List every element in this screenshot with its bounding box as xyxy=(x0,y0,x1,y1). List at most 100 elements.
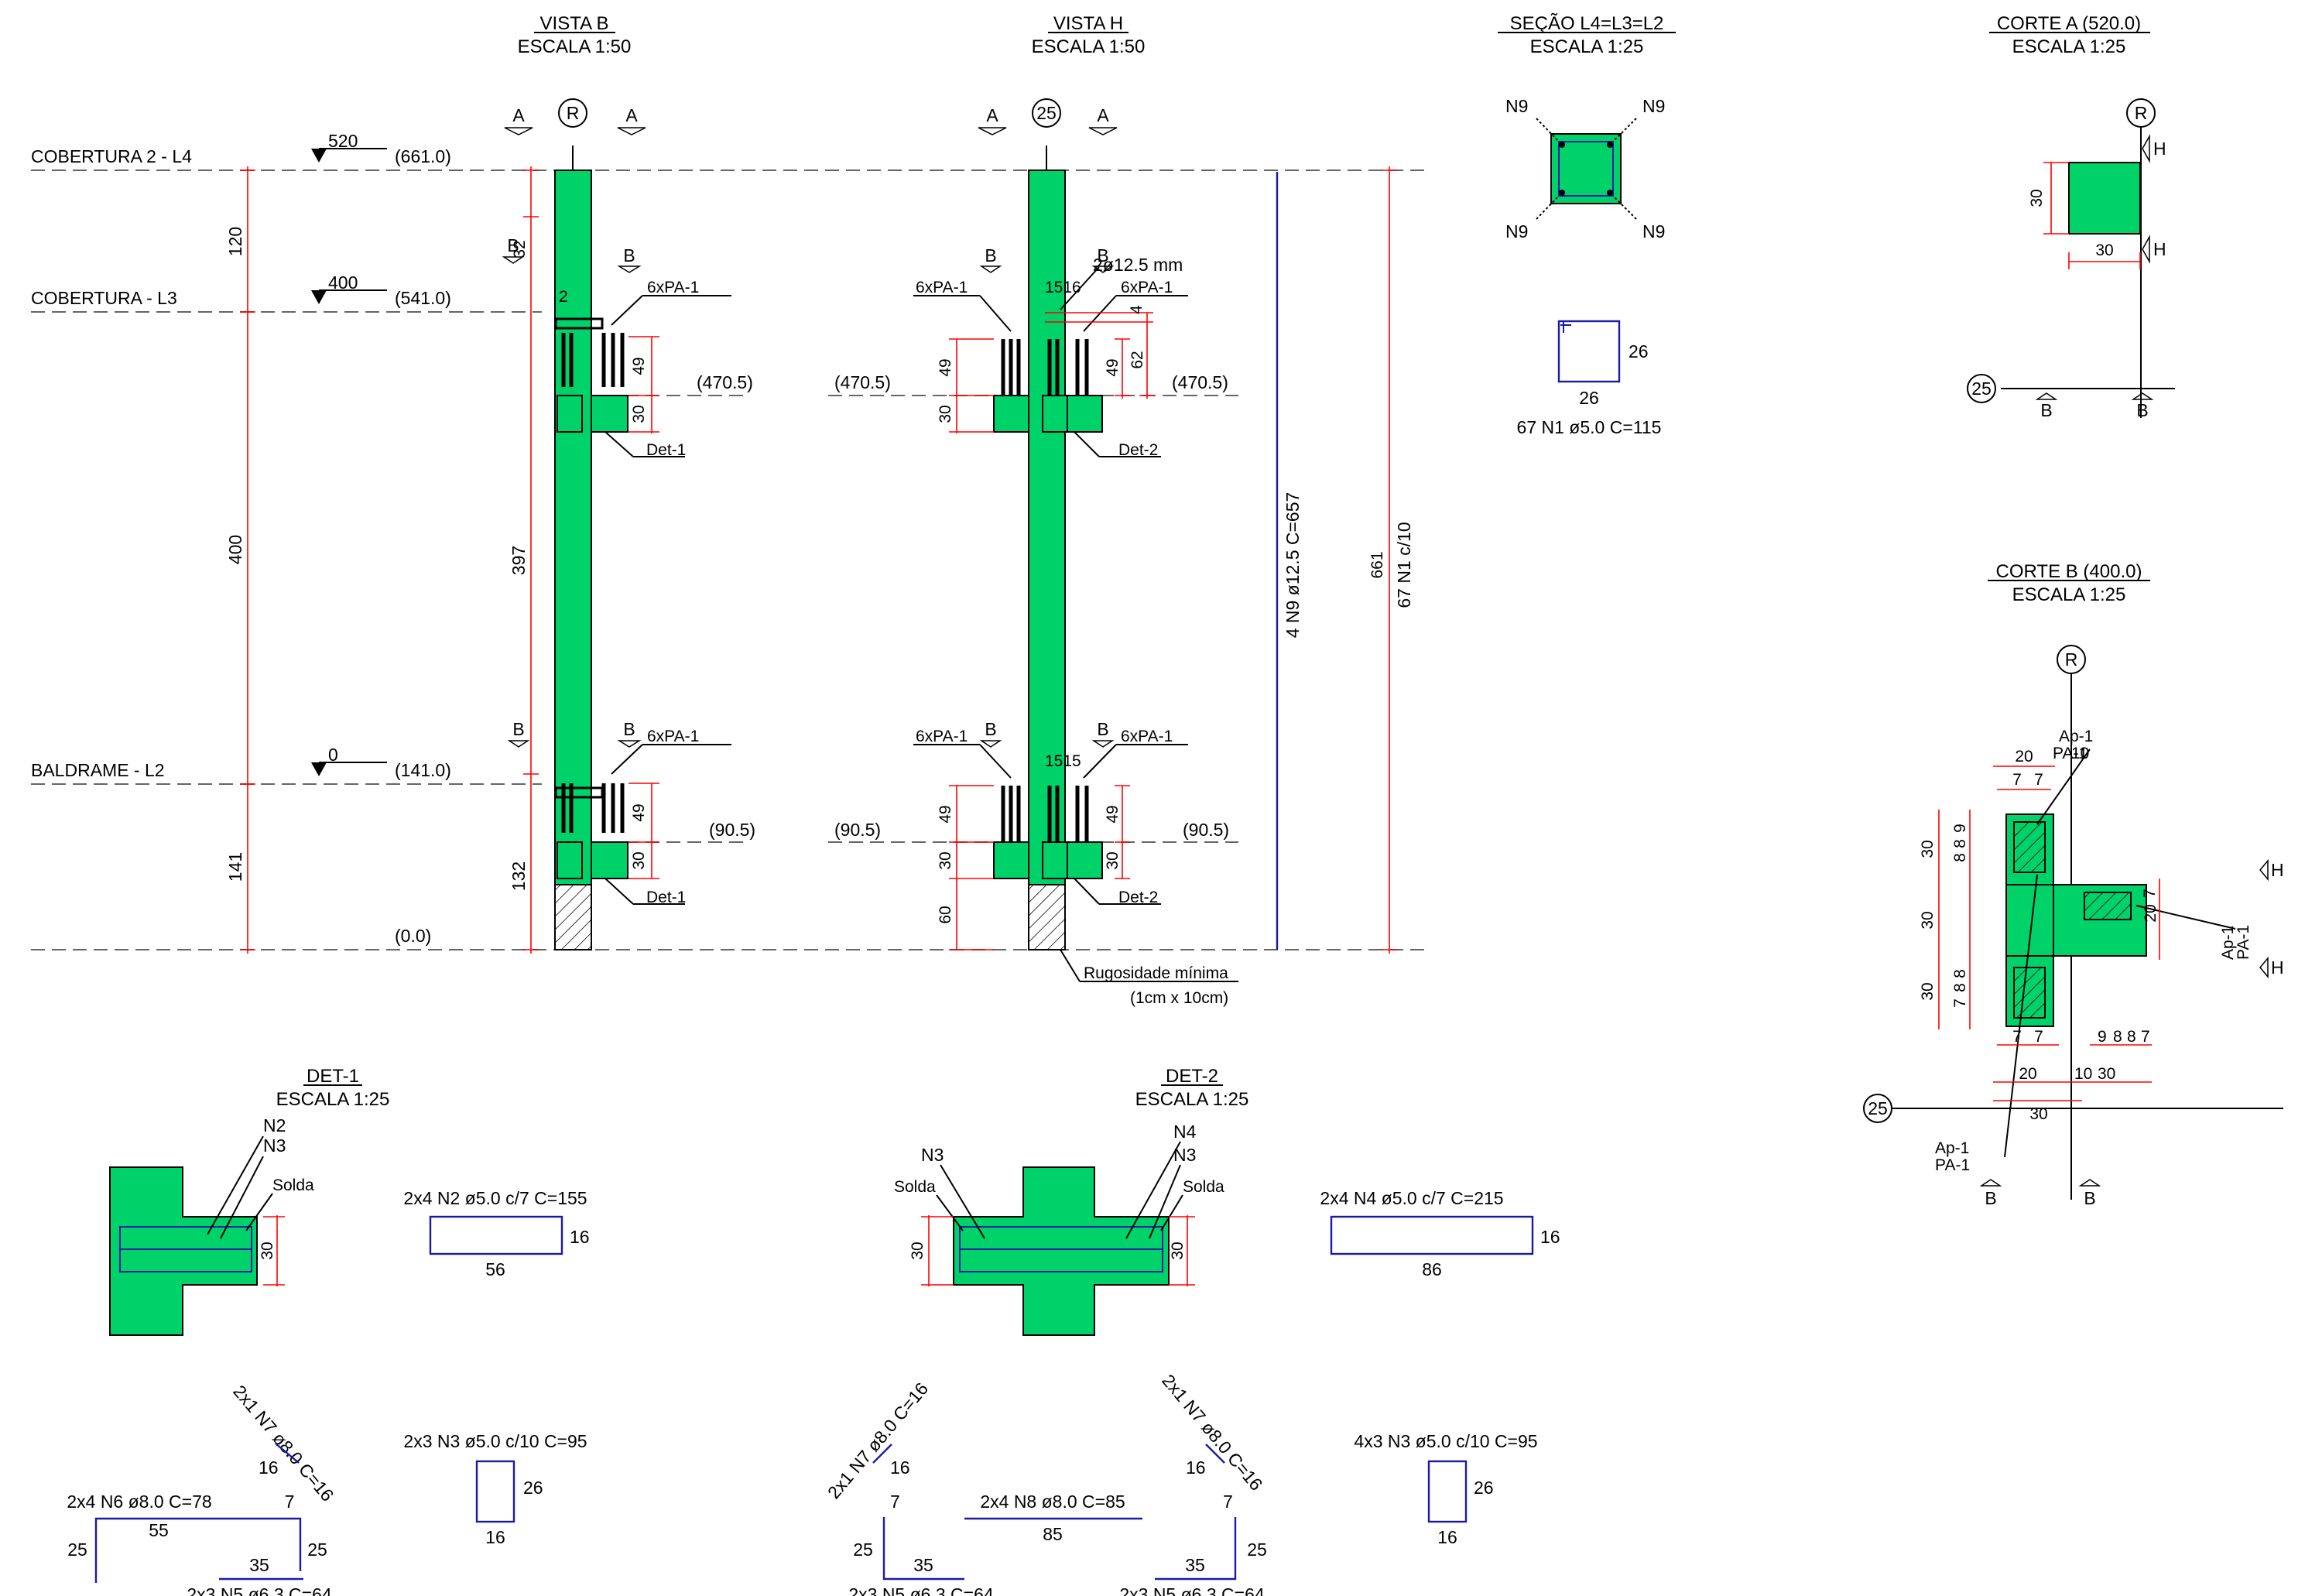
svg-text:7: 7 xyxy=(2012,1028,2022,1046)
svg-text:4x3 N3 ø5.0 c/10 C=95: 4x3 N3 ø5.0 c/10 C=95 xyxy=(1354,1431,1537,1451)
svg-text:30: 30 xyxy=(2028,189,2046,207)
svg-text:A: A xyxy=(1097,105,1109,125)
svg-text:520: 520 xyxy=(328,131,358,151)
svg-text:R: R xyxy=(2065,649,2078,670)
svg-text:B: B xyxy=(1097,245,1108,265)
svg-text:67 N1 c/10: 67 N1 c/10 xyxy=(1394,522,1414,608)
svg-text:400: 400 xyxy=(328,272,358,293)
svg-text:B: B xyxy=(512,719,524,739)
svg-text:7: 7 xyxy=(1223,1492,1233,1512)
svg-text:B: B xyxy=(985,719,996,739)
svg-text:30: 30 xyxy=(2098,1065,2115,1083)
svg-text:ESCALA 1:50: ESCALA 1:50 xyxy=(1032,36,1146,57)
svg-text:16: 16 xyxy=(890,1457,910,1478)
svg-text:SEÇÃO L4=L3=L2: SEÇÃO L4=L3=L2 xyxy=(1510,13,1664,34)
svg-text:2x4 N8 ø8.0 C=85: 2x4 N8 ø8.0 C=85 xyxy=(980,1492,1125,1512)
svg-text:8: 8 xyxy=(1951,969,1969,978)
svg-text:16: 16 xyxy=(485,1527,505,1547)
svg-text:9: 9 xyxy=(2098,1028,2107,1046)
svg-text:32: 32 xyxy=(511,240,529,258)
svg-text:6xPA-1: 6xPA-1 xyxy=(1121,728,1173,745)
svg-text:(470.5): (470.5) xyxy=(697,372,753,392)
svg-text:7: 7 xyxy=(2141,889,2159,898)
svg-text:25: 25 xyxy=(1247,1539,1267,1560)
svg-text:N3: N3 xyxy=(921,1145,944,1165)
svg-text:2x4 N2 ø5.0 c/7 C=155: 2x4 N2 ø5.0 c/7 C=155 xyxy=(403,1188,587,1208)
svg-text:ESCALA 1:25: ESCALA 1:25 xyxy=(1135,1089,1249,1110)
svg-text:2x3 N3 ø5.0 c/10 C=95: 2x3 N3 ø5.0 c/10 C=95 xyxy=(403,1431,587,1451)
det1: N2 N3 Solda 30 2x4 N2 ø5.0 c/7 C=155 16 … xyxy=(67,1115,589,1596)
svg-text:86: 86 xyxy=(1422,1259,1442,1279)
svg-text:2x3 N5 ø6.3 C=64: 2x3 N5 ø6.3 C=64 xyxy=(187,1584,332,1596)
svg-text:30: 30 xyxy=(937,405,954,423)
secao-title: SEÇÃO L4=L3=L2 ESCALA 1:25 xyxy=(1498,13,1676,57)
svg-text:30: 30 xyxy=(1919,982,1937,1000)
svg-text:661: 661 xyxy=(1368,551,1386,578)
level-cobertura: COBERTURA - L3 400 (541.0) xyxy=(31,272,451,308)
svg-text:Det-2: Det-2 xyxy=(1118,441,1158,459)
svg-text:16: 16 xyxy=(1540,1227,1560,1247)
svg-text:25: 25 xyxy=(1868,1098,1888,1118)
svg-text:2x1 N7 ø8.0 C=16: 2x1 N7 ø8.0 C=16 xyxy=(229,1382,337,1505)
svg-text:Rugosidade mínima: Rugosidade mínima xyxy=(1084,964,1228,982)
svg-text:B: B xyxy=(2040,400,2052,420)
svg-text:R: R xyxy=(567,103,580,123)
svg-text:N9: N9 xyxy=(1505,221,1528,241)
svg-text:H: H xyxy=(2153,239,2166,259)
svg-text:49: 49 xyxy=(937,805,954,823)
svg-text:400: 400 xyxy=(225,535,245,564)
level-baldrame: BALDRAME - L2 0 (141.0) xyxy=(31,745,451,780)
det2-title: DET-2 ESCALA 1:25 xyxy=(1135,1066,1249,1110)
svg-text:26: 26 xyxy=(523,1478,543,1498)
svg-text:A: A xyxy=(625,105,638,125)
svg-text:49: 49 xyxy=(630,357,648,375)
vista-h-title: VISTA H ESCALA 1:50 xyxy=(1032,13,1146,57)
svg-text:8: 8 xyxy=(2113,1028,2122,1046)
svg-text:16: 16 xyxy=(570,1227,590,1247)
svg-text:35: 35 xyxy=(913,1555,933,1575)
svg-text:2x4 N6 ø8.0 C=78: 2x4 N6 ø8.0 C=78 xyxy=(67,1492,211,1512)
svg-text:16: 16 xyxy=(1437,1527,1457,1547)
svg-text:62: 62 xyxy=(1129,351,1146,368)
svg-text:A: A xyxy=(986,105,998,125)
svg-text:30: 30 xyxy=(1919,911,1937,929)
svg-text:VISTA B: VISTA B xyxy=(540,13,609,34)
svg-text:DET-1: DET-1 xyxy=(307,1066,359,1087)
svg-text:2x4 N4 ø5.0 c/7 C=215: 2x4 N4 ø5.0 c/7 C=215 xyxy=(1320,1188,1503,1208)
svg-text:B: B xyxy=(2084,1188,2095,1208)
svg-text:Solda: Solda xyxy=(272,1176,314,1194)
svg-text:30: 30 xyxy=(1104,851,1122,869)
svg-text:7: 7 xyxy=(2141,1028,2150,1046)
svg-text:8: 8 xyxy=(2127,1028,2136,1046)
svg-text:BALDRAME - L2: BALDRAME - L2 xyxy=(31,760,165,780)
svg-text:(90.5): (90.5) xyxy=(709,820,755,840)
svg-text:(0.0): (0.0) xyxy=(395,926,431,946)
corte-b: R 25 Ap-1 PA-1 Ap-1 PA-1 Ap-1 PA-1 20 10… xyxy=(1863,645,2284,1208)
svg-text:Det-1: Det-1 xyxy=(646,441,686,459)
svg-text:16: 16 xyxy=(1186,1457,1206,1478)
svg-text:397: 397 xyxy=(509,546,529,575)
svg-text:85: 85 xyxy=(1043,1524,1063,1544)
svg-text:49: 49 xyxy=(1104,805,1122,823)
svg-text:60: 60 xyxy=(937,906,954,923)
level-cobertura-2: COBERTURA 2 - L4 520 (661.0) xyxy=(31,131,451,166)
svg-text:2x3 N5 ø6.3 C=64: 2x3 N5 ø6.3 C=64 xyxy=(1119,1584,1265,1596)
svg-text:120: 120 xyxy=(225,227,245,256)
svg-text:6xPA-1: 6xPA-1 xyxy=(916,728,968,745)
svg-text:B: B xyxy=(1985,1188,1996,1208)
svg-text:N9: N9 xyxy=(1505,96,1528,116)
svg-text:B: B xyxy=(623,719,635,739)
vista-h: 25 A A B B 6xPA-1 6xPA-1 2ø12.5 mm 1516 … xyxy=(834,98,1414,1007)
svg-text:ESCALA 1:25: ESCALA 1:25 xyxy=(2012,584,2126,605)
svg-text:H: H xyxy=(2271,860,2284,880)
svg-text:VISTA H: VISTA H xyxy=(1053,13,1123,34)
svg-text:Ap-1: Ap-1 xyxy=(2059,728,2093,745)
svg-text:35: 35 xyxy=(249,1555,269,1575)
svg-text:49: 49 xyxy=(630,803,648,821)
svg-text:67 N1 ø5.0 C=115: 67 N1 ø5.0 C=115 xyxy=(1517,417,1662,437)
svg-text:PA-1: PA-1 xyxy=(2235,925,2252,960)
svg-text:(470.5): (470.5) xyxy=(1172,372,1228,392)
svg-text:ESCALA 1:25: ESCALA 1:25 xyxy=(276,1089,390,1110)
svg-text:H: H xyxy=(2153,139,2166,159)
